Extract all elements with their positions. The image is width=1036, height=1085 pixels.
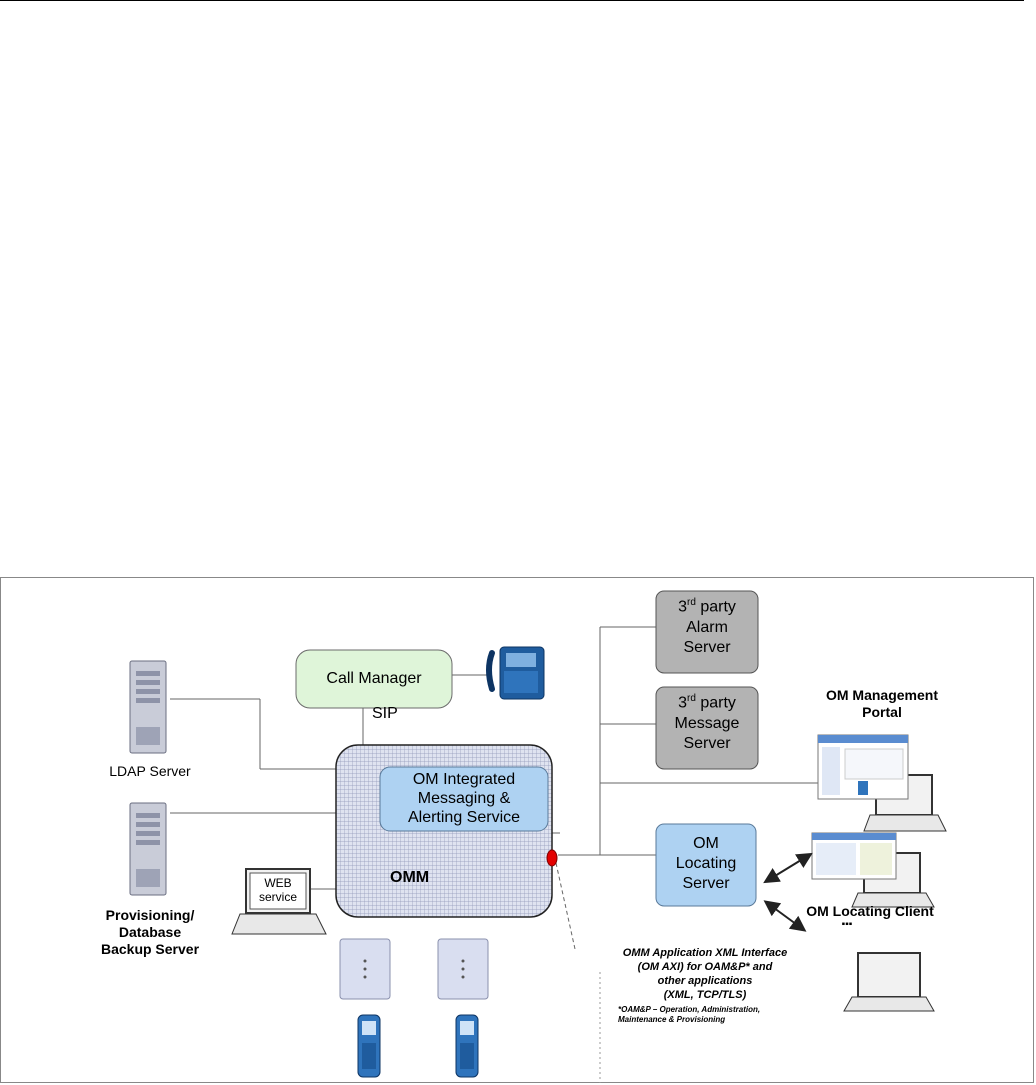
locating-server-label-line2: Locating xyxy=(675,855,737,872)
base-station-icon xyxy=(339,938,391,1000)
more-clients-ellipsis: ▪▪▪ xyxy=(841,919,853,930)
axi-connector-dot xyxy=(546,849,558,867)
architecture-diagram: Call Manager SIP LDAP Server Provisionin… xyxy=(0,577,1034,1083)
locating-client-arrow xyxy=(763,852,813,884)
web-service-label-line2: service xyxy=(258,890,297,904)
top-rule xyxy=(0,0,1024,1)
connection-lines xyxy=(170,626,818,1083)
locating-server-box xyxy=(655,823,757,907)
provisioning-server-icon xyxy=(129,802,167,896)
desk-phone-icon xyxy=(486,646,545,700)
portal-label-line1: OM Management xyxy=(825,687,938,703)
web-service-laptop-icon xyxy=(231,868,327,935)
locating-client-icon xyxy=(811,832,935,908)
base-station-icon xyxy=(437,938,489,1000)
omm-label: OMM xyxy=(390,869,430,886)
client-laptop-icon xyxy=(843,952,935,1012)
messaging-label-line3: Alerting Service xyxy=(407,809,521,826)
message-server-label-line2: Message xyxy=(674,715,740,732)
client-arrow xyxy=(763,900,807,932)
call-manager-label: Call Manager xyxy=(326,670,422,687)
alarm-server-label-line2: Alarm xyxy=(686,619,728,636)
provisioning-label-line3: Backup Server xyxy=(100,941,200,957)
call-manager-box xyxy=(295,649,453,709)
axi-label-line2: (OM AXI) for OAM&P* and xyxy=(637,961,773,973)
provisioning-label-line2: Database xyxy=(118,924,182,940)
messaging-label-line2: Messaging & xyxy=(417,790,511,807)
sip-label: SIP xyxy=(372,705,398,722)
provisioning-label-line1: Provisioning/ xyxy=(105,907,195,923)
locating-client-label: OM Locating Client xyxy=(806,903,934,919)
diagram-canvas xyxy=(0,577,1034,1083)
message-server-box xyxy=(655,686,759,770)
web-service-label-line1: WEB xyxy=(264,876,292,890)
message-server-label-line3: Server xyxy=(683,735,731,752)
messaging-label-line1: OM Integrated xyxy=(412,771,516,788)
handset-icon xyxy=(455,1014,479,1078)
management-portal-icon xyxy=(817,734,947,832)
ldap-server-icon xyxy=(129,660,167,754)
alarm-server-label-line1: 3rd party xyxy=(678,597,736,616)
locating-server-label-line3: Server xyxy=(682,875,730,892)
axi-label-line3: other applications xyxy=(657,975,753,987)
axi-footnote-line1: *OAM&P – Operation, Administration, xyxy=(618,1005,761,1014)
locating-server-label-line1: OM xyxy=(693,835,719,852)
messaging-service-box xyxy=(379,766,549,832)
ldap-server-label: LDAP Server xyxy=(109,763,191,779)
message-server-label-line1: 3rd party xyxy=(678,693,736,712)
handset-icon xyxy=(357,1014,381,1078)
alarm-server-label-line3: Server xyxy=(683,639,731,656)
axi-footnote-line2: Maintenance & Provisioning xyxy=(618,1015,726,1024)
axi-label-line1: OMM Application XML Interface xyxy=(622,947,788,959)
diagram-border xyxy=(0,577,1034,1083)
portal-label-line2: Portal xyxy=(862,704,902,720)
alarm-server-box xyxy=(655,590,759,674)
axi-label-line4: (XML, TCP/TLS) xyxy=(663,989,747,1001)
